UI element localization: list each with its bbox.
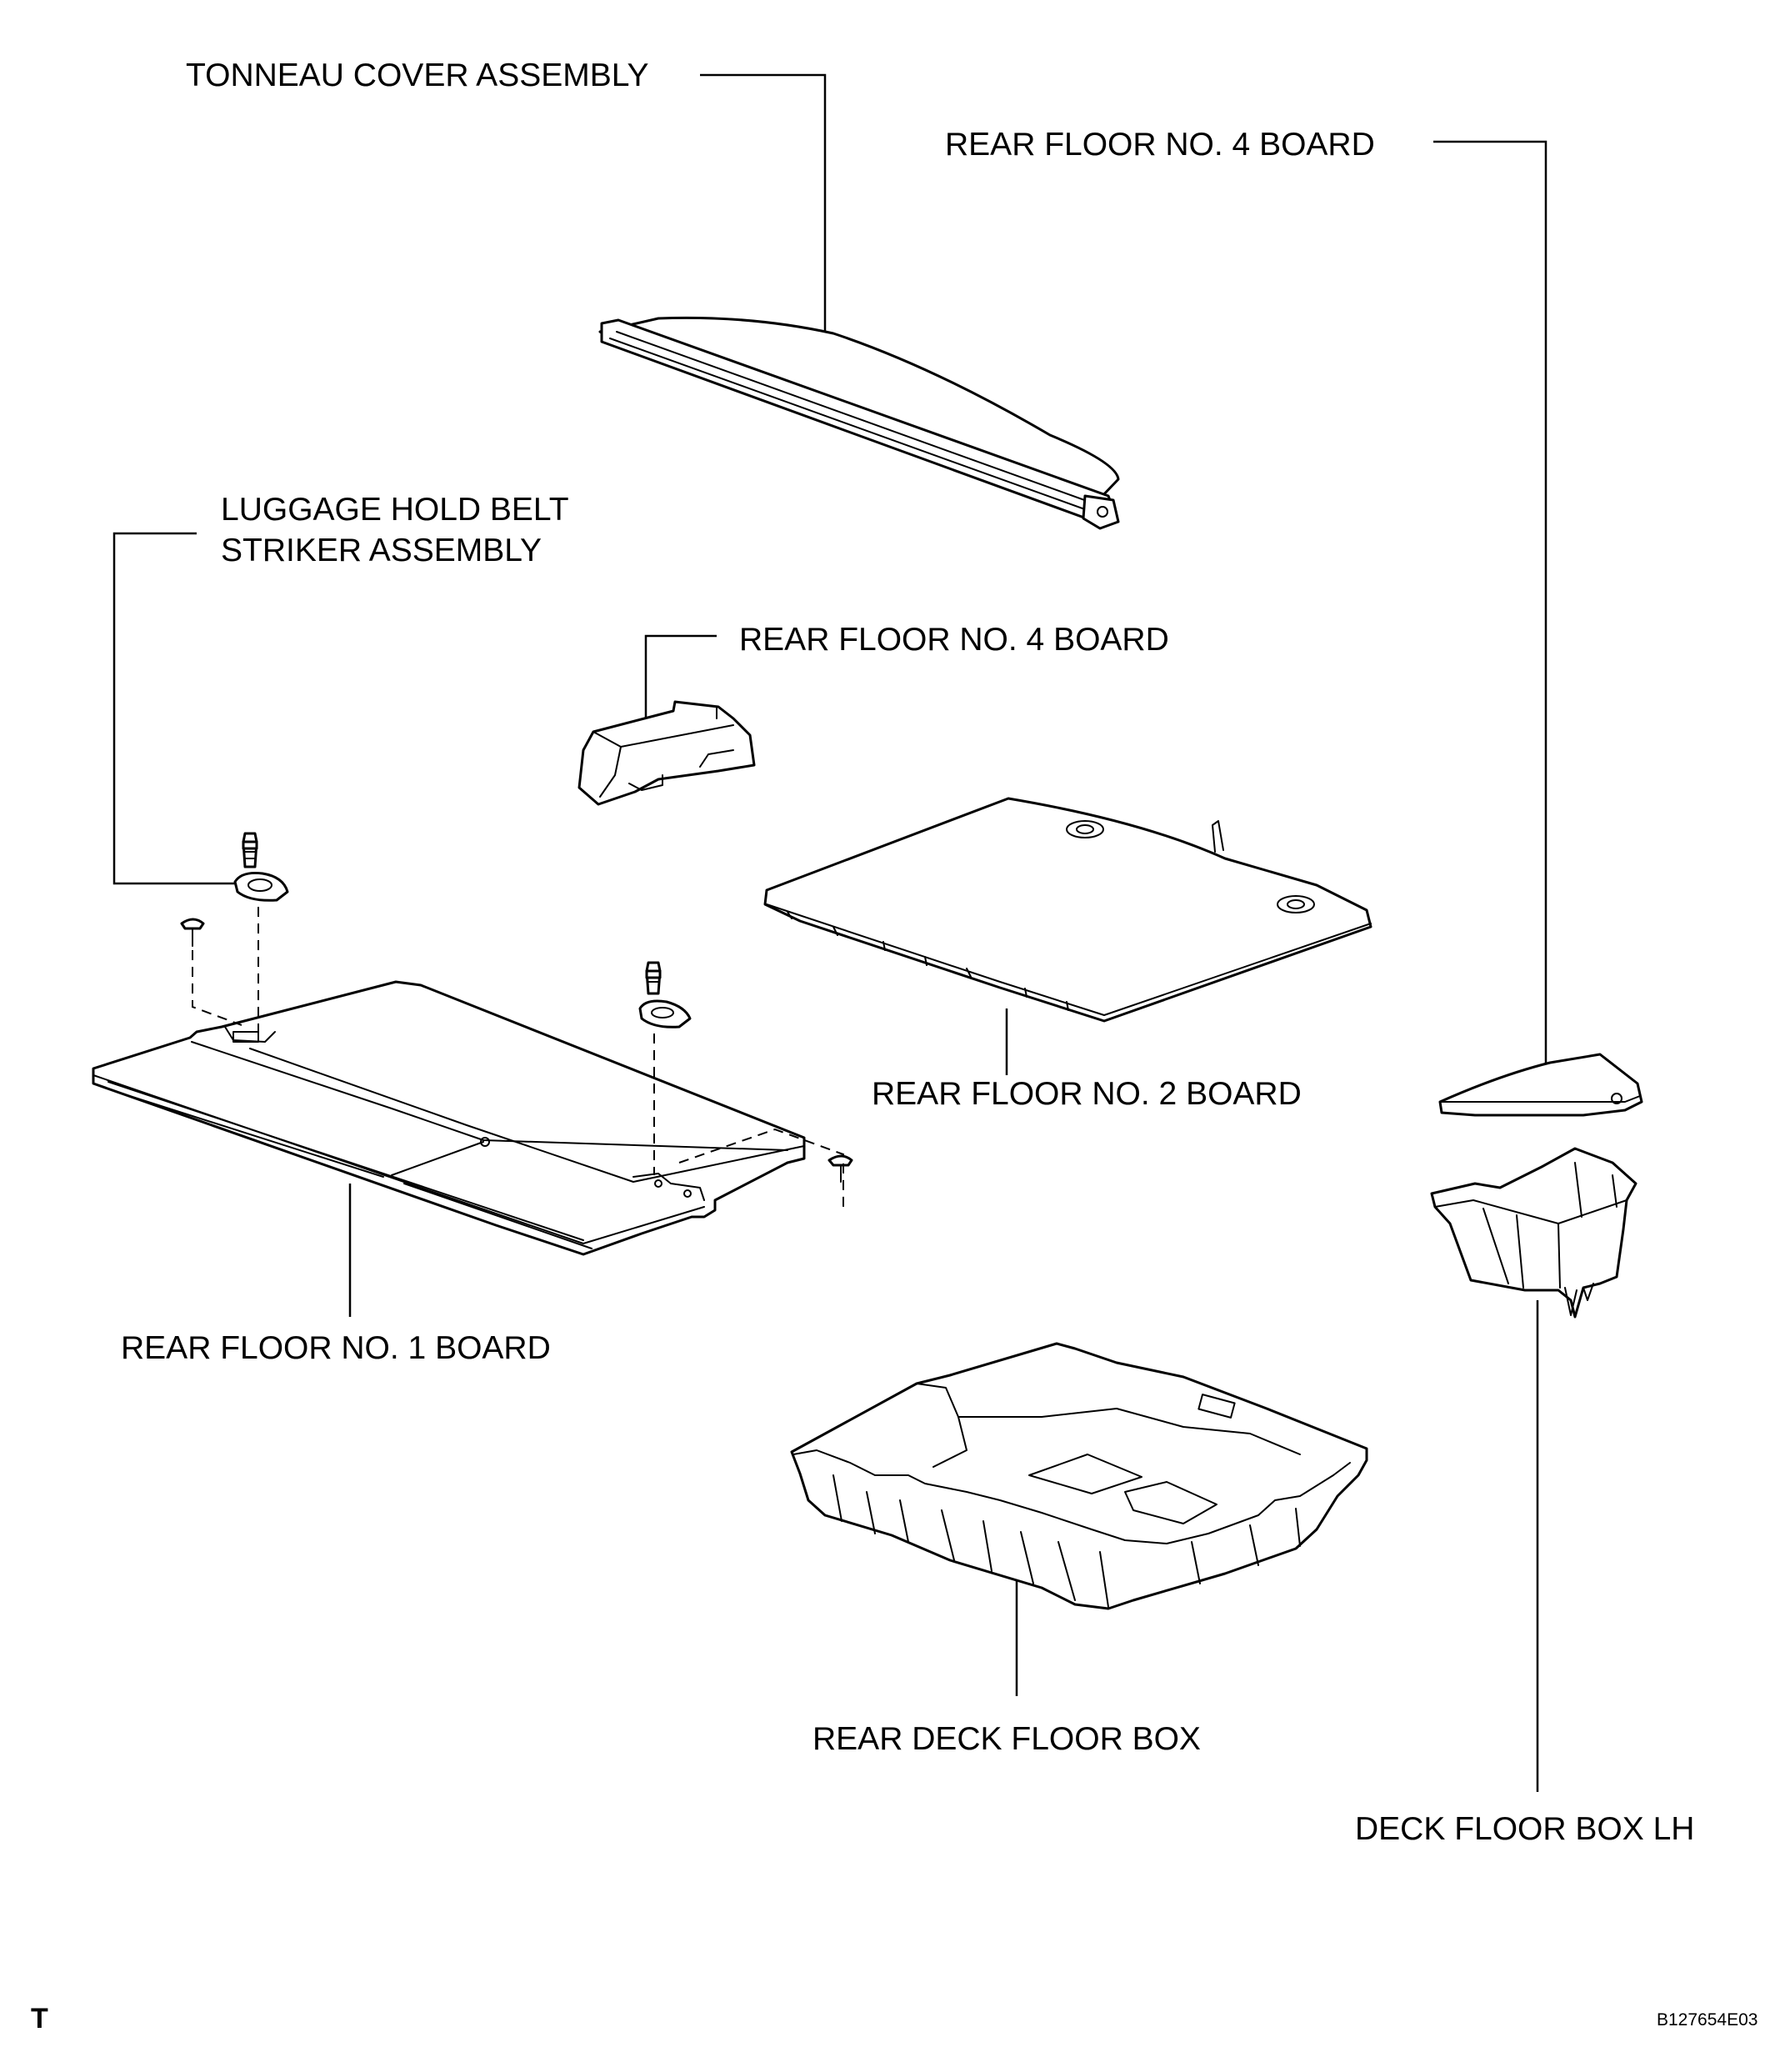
label-rear-floor-no4-board-top: REAR FLOOR NO. 4 BOARD <box>945 127 1375 163</box>
rear-floor-no1-board <box>92 980 806 1256</box>
rear-floor-no4-board-mid <box>578 700 756 806</box>
label-luggage-hold-belt-line2: STRIKER ASSEMBLY <box>221 533 542 568</box>
clip-left <box>180 918 205 947</box>
rear-deck-floor-box <box>790 1342 1368 1610</box>
rear-floor-no2-board <box>763 797 1372 1023</box>
tonneau-cover-assembly <box>598 316 1120 530</box>
label-luggage-hold-belt-line1: LUGGAGE HOLD BELT <box>221 492 569 528</box>
leader-rear-floor-no4-mid <box>644 634 717 718</box>
part-labels: TONNEAU COVER ASSEMBLY REAR FLOOR NO. 4 … <box>31 58 1758 2034</box>
luggage-hold-belt-striker-right <box>638 961 692 1028</box>
figure-code: B127654E03 <box>1657 2010 1758 2029</box>
label-deck-floor-box-lh: DECK FLOOR BOX LH <box>1355 1811 1694 1847</box>
clip-right <box>828 1154 853 1183</box>
leader-rear-floor-no4-top <box>1433 140 1548 1063</box>
label-tonneau-cover-assembly: TONNEAU COVER ASSEMBLY <box>186 58 649 93</box>
install-dashed-lines <box>192 907 844 1213</box>
luggage-hold-belt-striker-left <box>233 832 289 902</box>
label-rear-floor-no4-board-mid: REAR FLOOR NO. 4 BOARD <box>739 622 1169 658</box>
label-rear-deck-floor-box: REAR DECK FLOOR BOX <box>812 1721 1201 1757</box>
corner-mark: T <box>31 2003 48 2034</box>
rear-floor-no4-board-top <box>1438 1053 1643 1117</box>
leader-lines <box>112 73 1548 1792</box>
leader-luggage-hold-belt <box>112 532 235 885</box>
label-rear-floor-no1-board: REAR FLOOR NO. 1 BOARD <box>121 1330 551 1366</box>
leader-tonneau-cover <box>700 73 827 338</box>
label-rear-floor-no2-board: REAR FLOOR NO. 2 BOARD <box>872 1076 1302 1112</box>
deck-floor-box-lh <box>1430 1147 1638 1319</box>
